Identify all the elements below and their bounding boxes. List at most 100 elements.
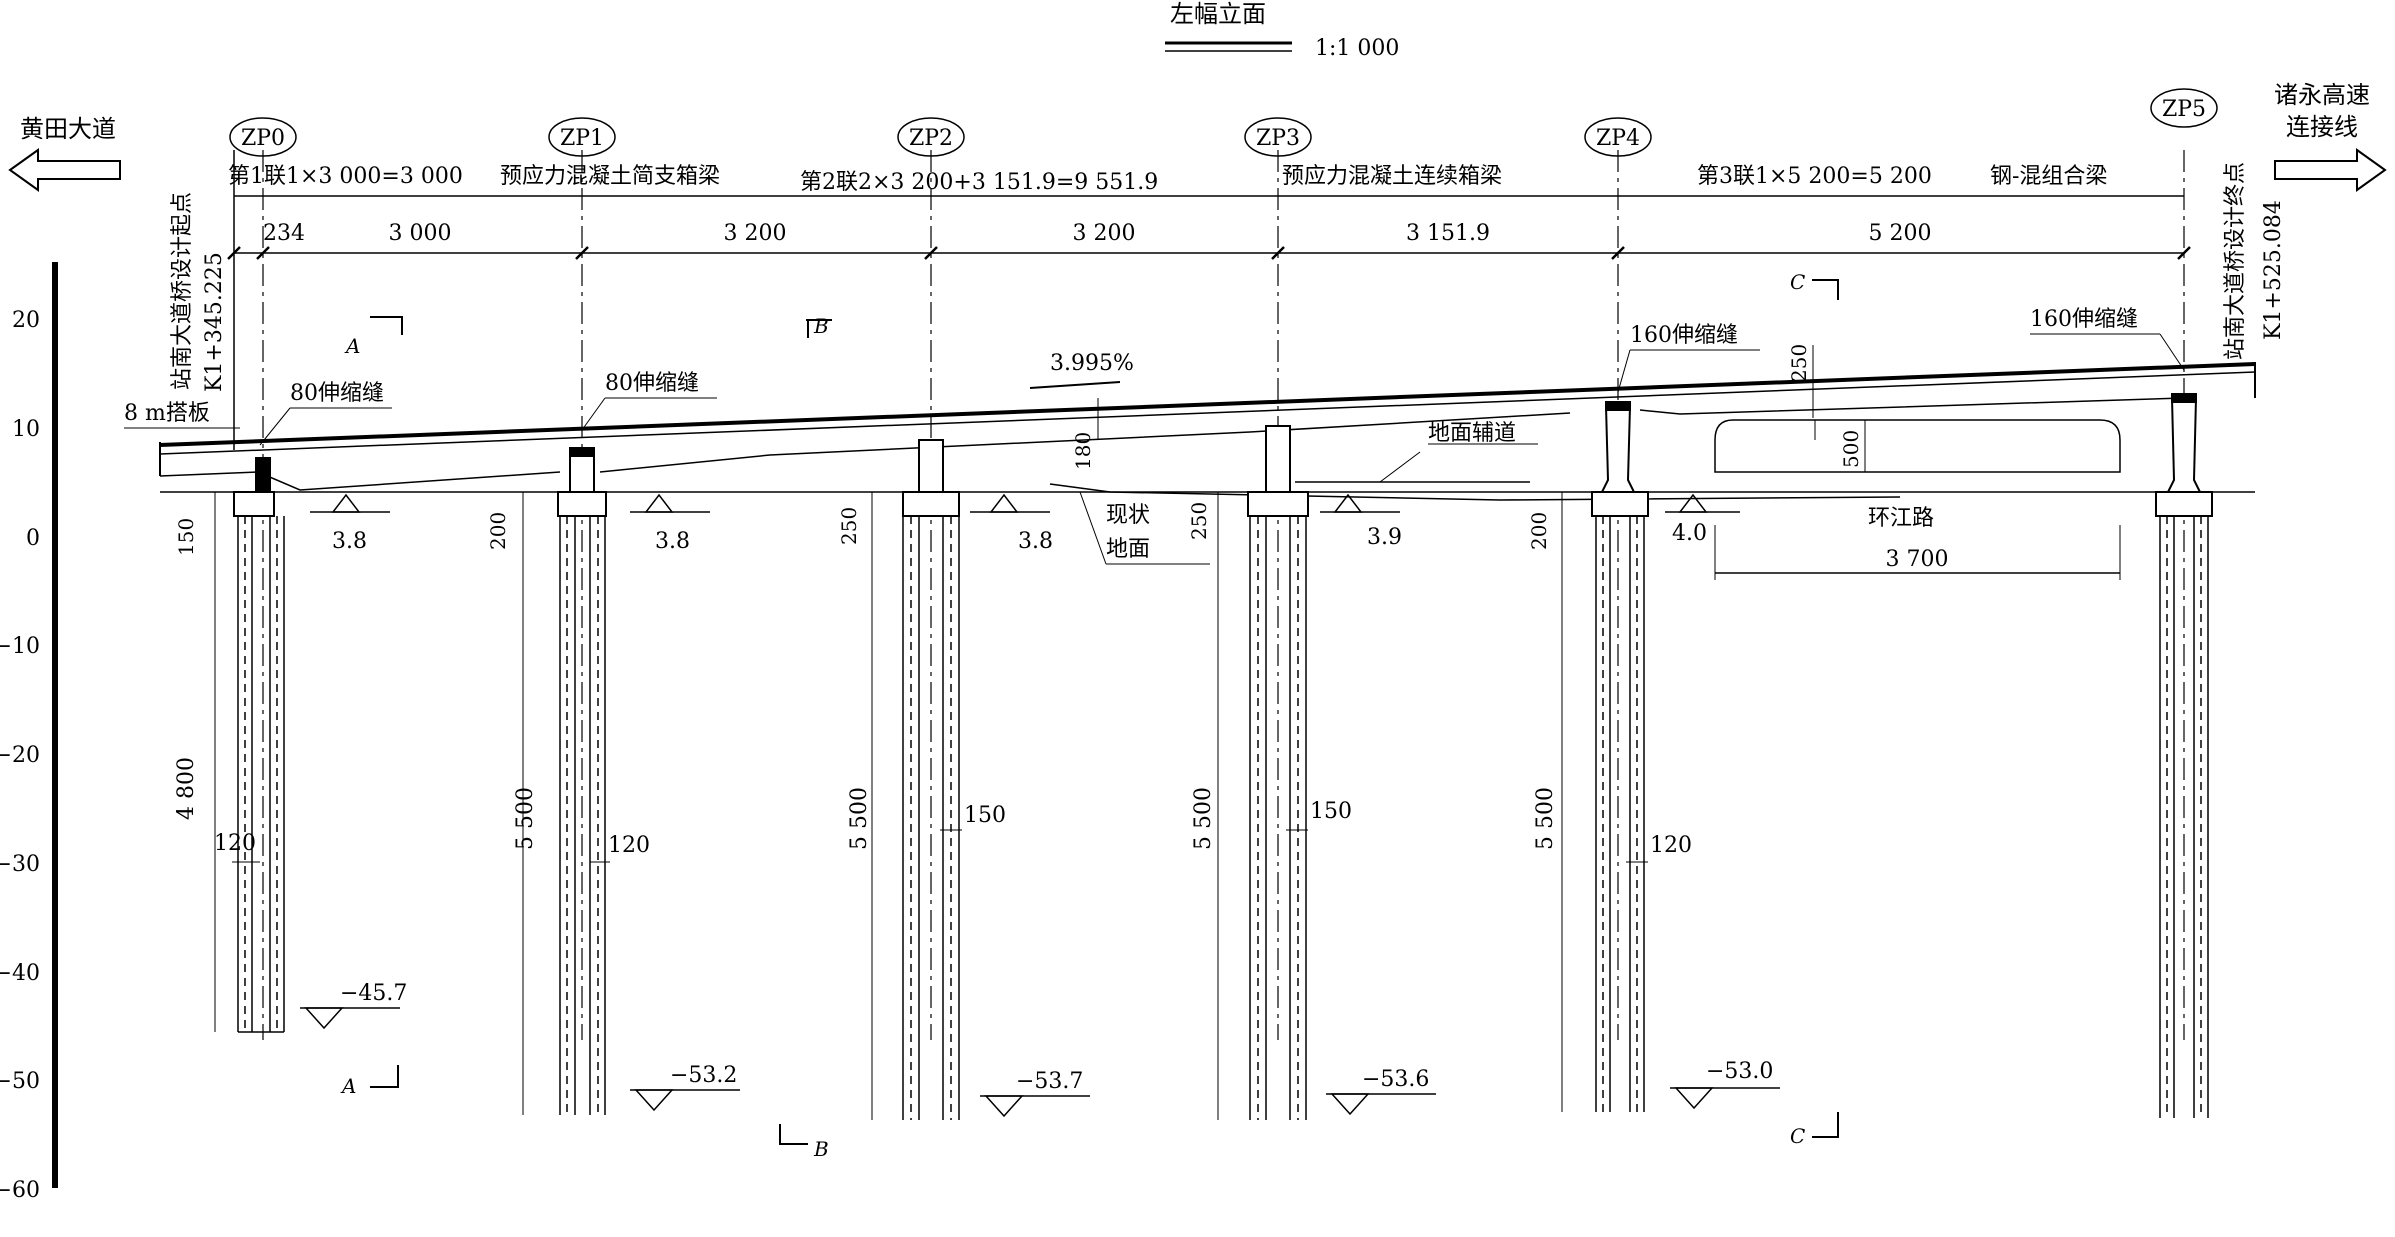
end-point-station: K1+525.084: [2261, 200, 2286, 340]
ground-lines: [160, 481, 2255, 501]
cap-height: 200: [486, 512, 510, 550]
span-length: 3 200: [724, 221, 787, 246]
bridge-deck: [159, 362, 2256, 491]
span-text: 第2联2×3 200+3 151.9=9 551.9: [800, 170, 1158, 195]
left-arrow-icon: [8, 148, 121, 192]
pile-length: 5 500: [513, 787, 538, 850]
approach-slab-label: 8 m搭板: [124, 401, 210, 426]
pile-tip-elev: −45.7: [340, 981, 407, 1006]
elev-tick: 10: [12, 417, 40, 442]
pier-label-zp1: ZP1: [560, 126, 604, 151]
ground-elev: 3.9: [1367, 525, 1402, 550]
pile-diameter: 150: [964, 803, 1006, 828]
pier-labels: ZP0 ZP1 ZP2 ZP3 ZP4 ZP5: [229, 88, 2218, 157]
expansion-joint-label: 160伸缩缝: [1630, 323, 1738, 348]
start-point-label: 站南大道桥设计起点: [170, 192, 195, 390]
cap-height: 200: [1527, 512, 1551, 550]
cap-height: 250: [1187, 502, 1211, 540]
span-text: 预应力混凝土连续箱梁: [1282, 164, 1502, 189]
left-direction-label: 黄田大道: [20, 115, 116, 143]
pile-length: 5 500: [1191, 787, 1216, 850]
elev-tick: −40: [0, 961, 40, 986]
existing-ground-label-2: 地面: [1106, 537, 1150, 562]
section-mark-c: C: [1790, 1124, 1805, 1148]
span-length: 5 200: [1869, 221, 1932, 246]
right-direction-label-2: 连接线: [2286, 113, 2358, 141]
elev-tick: 20: [12, 308, 40, 333]
expansion-joint-label: 80伸缩缝: [605, 371, 699, 396]
pile-length-dims: 4 800 5 500 5 500 5 500 5 500: [174, 516, 1563, 1120]
pile-length: 5 500: [1533, 787, 1558, 850]
pile-tip-elev: −53.0: [1706, 1059, 1773, 1084]
span-length: 3 200: [1073, 221, 1136, 246]
ground-elevation-markers: 3.8 3.8 3.8 3.9 4.0: [310, 493, 1740, 554]
joint-labels: 8 m搭板 80伸缩缝 80伸缩缝 160伸缩缝 160伸缩缝: [124, 307, 2185, 446]
cap-height: 150: [174, 518, 198, 556]
pile-tip-elev: −53.6: [1362, 1067, 1429, 1092]
girder-height-180: 180: [1071, 432, 1095, 470]
expansion-joint-label: 160伸缩缝: [2030, 307, 2138, 332]
expansion-joint-label: 80伸缩缝: [290, 381, 384, 406]
pier-label-zp4: ZP4: [1596, 126, 1640, 151]
span-text: 预应力混凝土简支箱梁: [500, 164, 720, 189]
pile-diameter: 150: [1310, 799, 1352, 824]
elevation-scale-bar: [52, 262, 58, 1188]
pier-structures: [233, 393, 2213, 517]
pier-centerlines: [262, 150, 2185, 1040]
elev-tick: −30: [0, 852, 40, 877]
section-mark-a: A: [344, 334, 360, 358]
elev-tick: −20: [0, 743, 40, 768]
span-length: 234: [263, 221, 305, 246]
pile-diameter: 120: [214, 831, 256, 856]
ring-road-label: 环江路: [1868, 506, 1934, 531]
clearance-width-label: 3 700: [1886, 547, 1949, 572]
pile-diameter: 120: [608, 833, 650, 858]
ground-elev: 3.8: [332, 529, 367, 554]
span-text: 第1联1×3 000=3 000: [228, 164, 463, 189]
section-mark-c: C: [1790, 270, 1805, 294]
span-text: 第3联1×5 200=5 200: [1697, 164, 1932, 189]
elev-tick: −50: [0, 1069, 40, 1094]
elev-tick: −10: [0, 634, 40, 659]
existing-ground-label-1: 现状: [1106, 503, 1150, 528]
elev-tick: −60: [0, 1178, 40, 1203]
section-marks: A A B B C C: [340, 270, 1839, 1161]
span-length: 3 151.9: [1406, 221, 1490, 246]
cap-height-dims: 150 200 250 250 200: [174, 492, 1563, 556]
section-mark-a: A: [340, 1074, 356, 1098]
section-mark-b: B: [813, 1137, 829, 1161]
span-text-row: 第1联1×3 000=3 000 预应力混凝土简支箱梁 第2联2×3 200+3…: [228, 164, 2107, 195]
pile-tip-elev: −53.2: [670, 1063, 737, 1088]
ground-elev: 4.0: [1672, 521, 1707, 546]
pile-diameter: 120: [1650, 833, 1692, 858]
cap-height: 250: [837, 507, 861, 545]
end-point-label: 站南大道桥设计终点: [2223, 162, 2248, 360]
slope-label: 3.995%: [1050, 351, 1134, 376]
section-mark-b: B: [813, 314, 829, 338]
piles: [237, 516, 2209, 1120]
elevation-ticks: 20 10 0 −10 −20 −30 −40 −50 −60: [0, 308, 40, 1203]
clearance-height-500: 500: [1839, 430, 1863, 468]
pier-label-zp0: ZP0: [241, 126, 285, 151]
road-clearance-box: [1714, 419, 2121, 473]
pile-tip-markers: −45.7 −53.2 −53.7 −53.6 −53.0: [300, 981, 1780, 1118]
pier-label-zp5: ZP5: [2162, 97, 2206, 122]
pile-diameter-marks: 120 120 150 150 120: [214, 799, 1692, 863]
right-arrow-icon: [2274, 148, 2387, 192]
pier-label-zp2: ZP2: [909, 126, 953, 151]
start-point-station: K1+345.225: [202, 252, 227, 392]
girder-height-250: 250: [1787, 344, 1811, 382]
ground-elev: 3.8: [1018, 529, 1053, 554]
drawing-title: 左幅立面: [1170, 0, 1266, 28]
right-direction-label-1: 诸永高速: [2274, 81, 2370, 109]
ground-elev: 3.8: [655, 529, 690, 554]
span-text: 钢-混组合梁: [1990, 164, 2107, 189]
pile-length: 4 800: [174, 757, 199, 820]
pile-tip-elev: −53.7: [1016, 1069, 1083, 1094]
elev-tick: 0: [26, 526, 40, 551]
drawing-scale: 1:1 000: [1315, 36, 1399, 61]
ground-road-label: 地面辅道: [1428, 421, 1516, 446]
pile-length: 5 500: [847, 787, 872, 850]
span-length: 3 000: [389, 221, 452, 246]
